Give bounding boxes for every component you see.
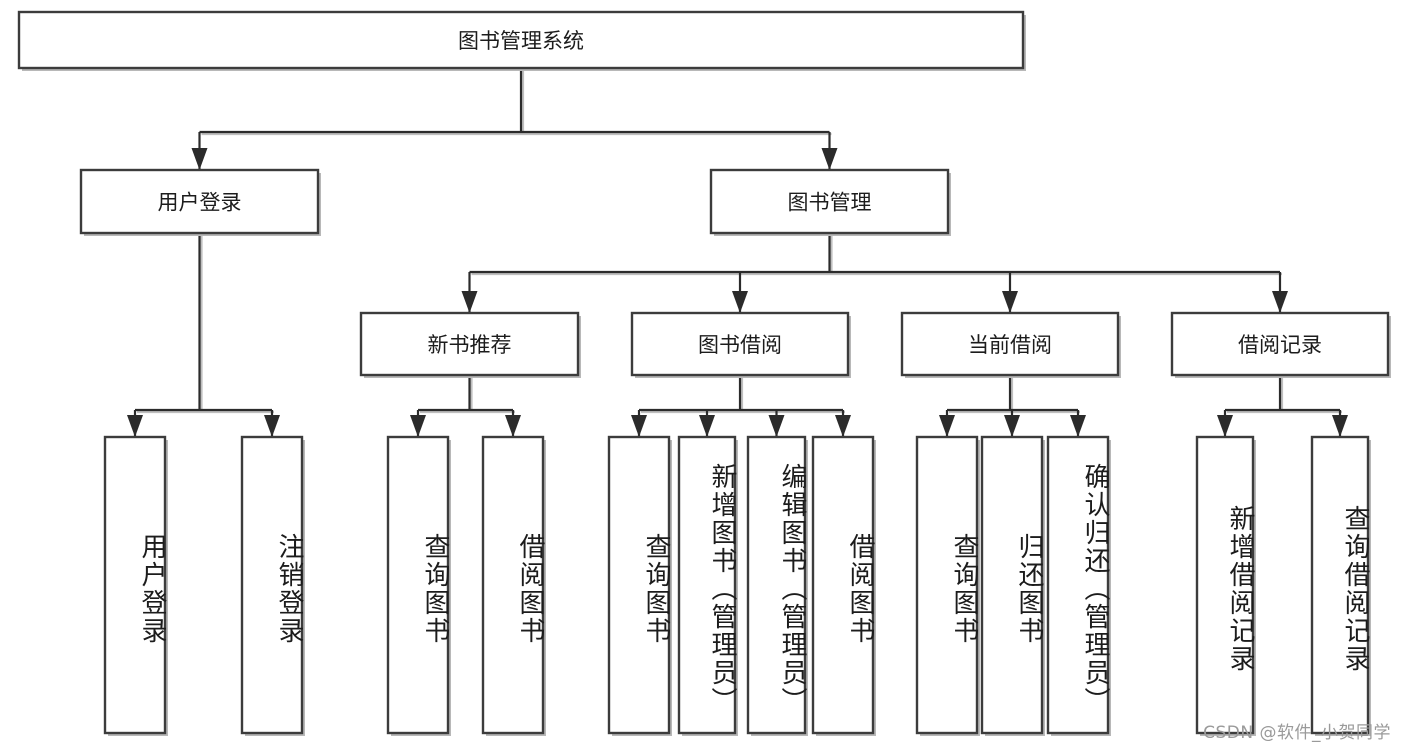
node-level2-2[interactable]: [900, 311, 1120, 377]
node-leaf-2[interactable]: [386, 435, 450, 735]
arrow-head-icon: [264, 415, 280, 437]
node-leaf-4[interactable]: [607, 435, 671, 735]
node-leaf-8[interactable]: [915, 435, 979, 735]
node-leaf-1[interactable]: [240, 435, 304, 735]
node-leaf-11[interactable]: [1195, 435, 1255, 735]
node-level2-2-label: 当前借阅: [968, 333, 1052, 357]
connector-layer: [127, 68, 1348, 437]
node-level2-1[interactable]: [630, 311, 850, 377]
arrow-head-icon: [191, 148, 208, 170]
box-layer: [17, 10, 1391, 736]
arrow-head-icon: [1332, 415, 1348, 437]
node-level1-1[interactable]: [709, 168, 950, 235]
node-leaf-12[interactable]: [1310, 435, 1370, 735]
node-leaf-0[interactable]: [103, 435, 167, 735]
node-level1-1-label: 图书管理: [788, 191, 872, 215]
node-leaf-6[interactable]: [746, 435, 807, 735]
arrow-head-icon: [461, 291, 478, 313]
node-leaf-3[interactable]: [481, 435, 545, 735]
arrow-head-icon: [1004, 415, 1020, 437]
node-level2-0[interactable]: [359, 311, 580, 377]
node-leaf-9[interactable]: [980, 435, 1044, 735]
arrow-head-icon: [732, 291, 748, 313]
node-level2-1-label: 图书借阅: [698, 333, 782, 357]
arrow-head-icon: [1272, 291, 1288, 313]
node-leaf-5[interactable]: [677, 435, 737, 735]
node-level1-0-label: 用户登录: [158, 191, 242, 215]
node-level2-3-label: 借阅记录: [1238, 333, 1322, 357]
node-root[interactable]: [17, 10, 1025, 70]
arrow-head-icon: [1070, 415, 1086, 437]
arrow-head-icon: [1002, 291, 1018, 313]
node-root-label: 图书管理系统: [458, 29, 584, 53]
arrow-head-icon: [127, 415, 143, 437]
arrow-head-icon: [505, 415, 521, 437]
arrow-head-icon: [939, 415, 955, 437]
arrow-head-icon: [768, 415, 785, 437]
arrow-head-icon: [631, 415, 647, 437]
arrow-head-icon: [410, 415, 426, 437]
arrow-head-icon: [1217, 415, 1233, 437]
node-leaf-7[interactable]: [811, 435, 875, 735]
arrow-head-icon: [699, 415, 715, 437]
arrow-head-icon: [821, 148, 838, 170]
watermark: CSDN @软件_小贺同学: [1203, 723, 1391, 743]
node-leaf-10[interactable]: [1046, 435, 1110, 735]
arrow-head-icon: [835, 415, 851, 437]
node-level1-0[interactable]: [79, 168, 320, 235]
node-level2-0-label: 新书推荐: [428, 333, 512, 357]
node-level2-3[interactable]: [1170, 311, 1390, 377]
